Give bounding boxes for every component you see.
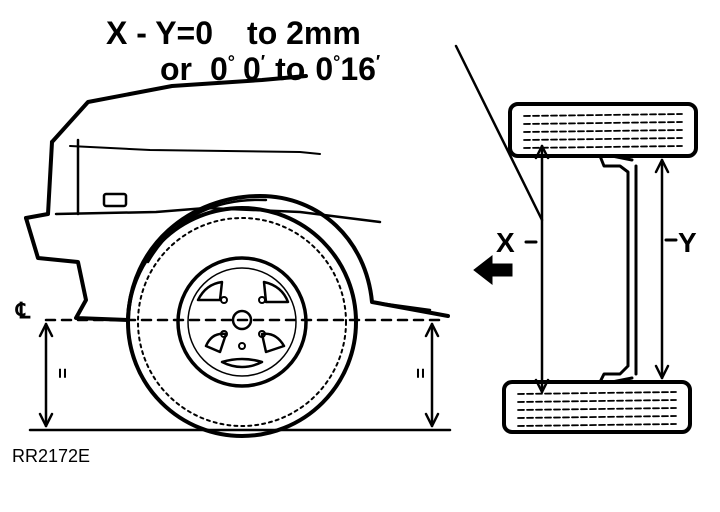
lower-tyre — [502, 380, 692, 434]
equal-sign-left: = — [52, 368, 72, 379]
tyre-outer — [126, 206, 358, 438]
arrow-left-icon — [473, 254, 513, 286]
reference-code: RR2172E — [12, 446, 90, 466]
centre-line-symbol: ℄ — [15, 298, 31, 323]
x-label: X — [496, 227, 515, 258]
tyre-tread — [137, 217, 347, 427]
y-dimension: Y — [654, 158, 697, 380]
wheel-rim-inner — [187, 267, 297, 377]
centre-line: ℄ — [15, 298, 442, 323]
front-wheel — [126, 206, 358, 438]
side-marker-lamp — [102, 192, 128, 208]
hub — [231, 309, 253, 331]
plan-view: X Y — [473, 102, 698, 434]
equal-sign-right: = — [410, 368, 430, 379]
leader-line — [454, 44, 544, 222]
axle-beam — [598, 154, 638, 384]
y-label: Y — [678, 227, 697, 258]
wheel-rim — [176, 256, 308, 388]
left-height-dimension: = — [38, 322, 72, 428]
car-body — [24, 74, 450, 322]
right-height-dimension: = — [410, 322, 440, 428]
x-dimension: X — [496, 144, 550, 394]
upper-tyre — [508, 102, 698, 158]
